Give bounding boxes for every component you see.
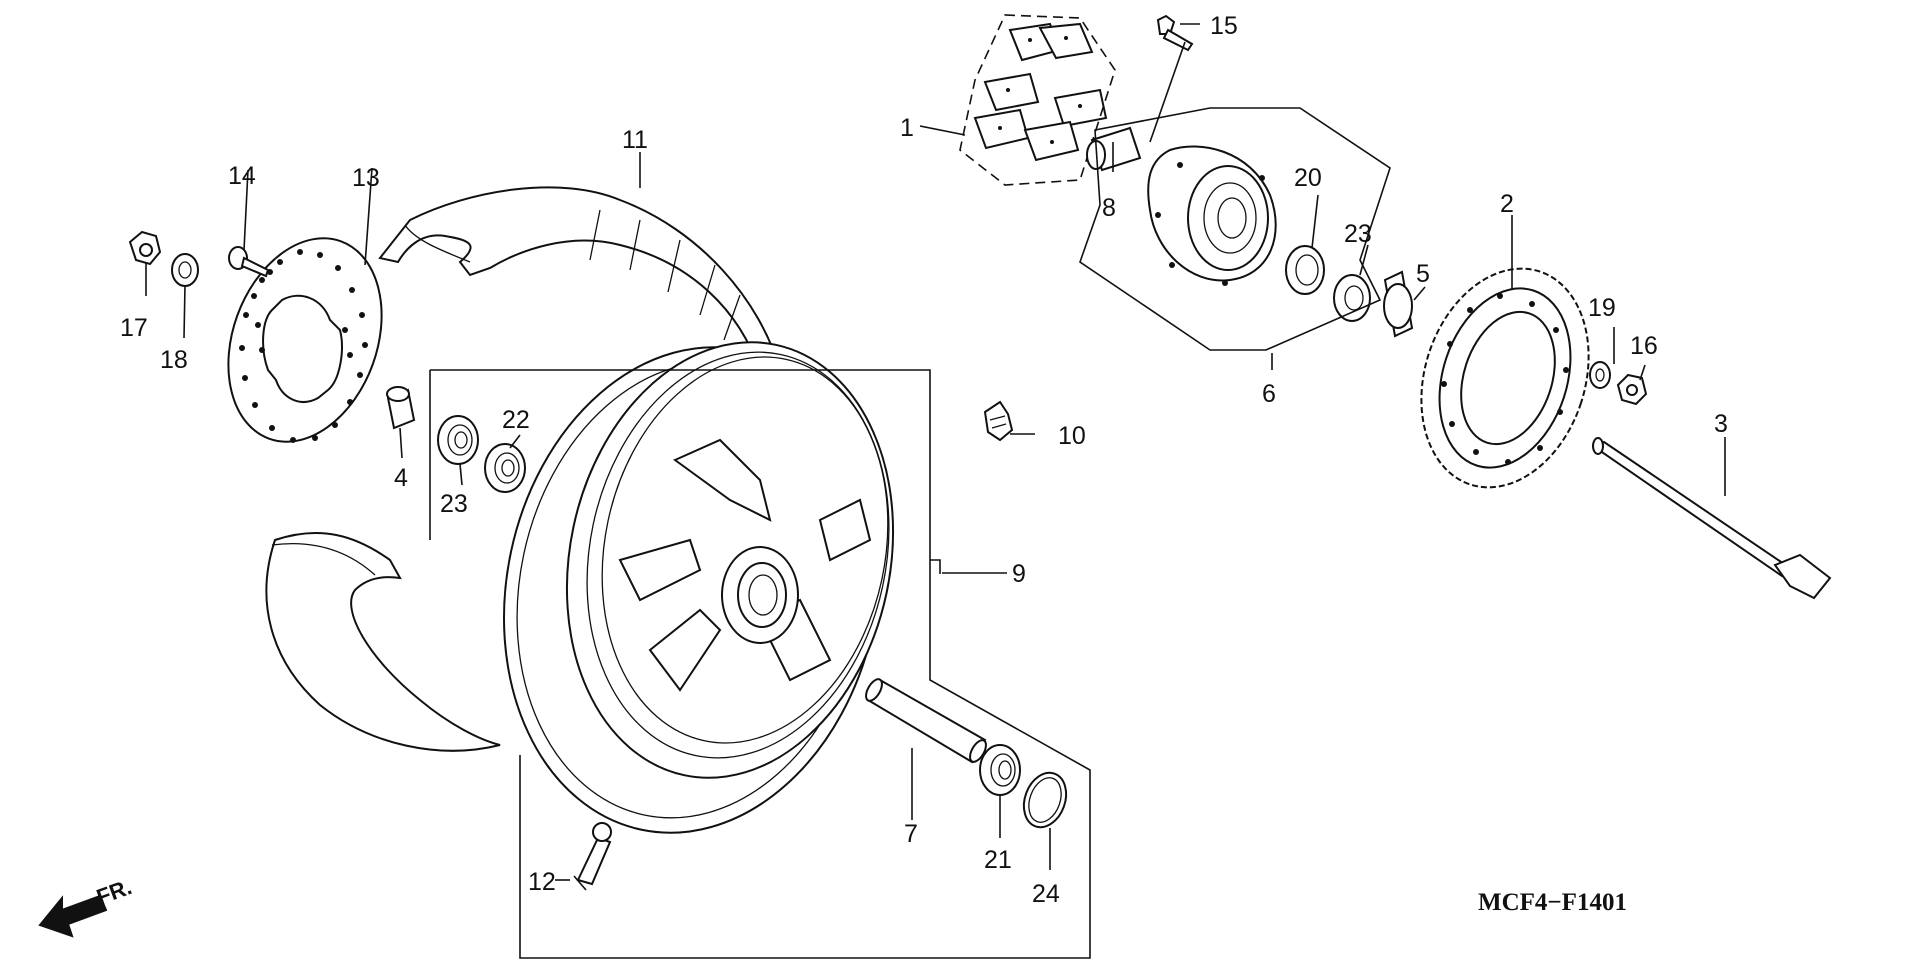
nut-part-17[interactable]: [128, 230, 162, 266]
bolt-part-15[interactable]: [1156, 14, 1194, 52]
hub-group-boundary: [1079, 107, 1391, 351]
collar-part-7[interactable]: [863, 677, 989, 765]
callout-4: 4: [394, 464, 408, 492]
callout-18: 18: [160, 346, 188, 374]
valve-part-12[interactable]: [573, 822, 612, 891]
callout-2: 2: [1500, 190, 1514, 218]
tire-part-11[interactable]: [265, 186, 782, 752]
callout-7: 7: [904, 820, 918, 848]
callout-24: 24: [1032, 880, 1060, 908]
callout-12: 12: [528, 868, 556, 896]
nut-part-16[interactable]: [1616, 373, 1648, 406]
callout-1: 1: [900, 114, 914, 142]
callout-6: 6: [1262, 380, 1276, 408]
bearing-part-23-left[interactable]: [437, 415, 479, 465]
callout-16: 16: [1630, 332, 1658, 360]
callout-19: 19: [1588, 294, 1616, 322]
wheel-part-9[interactable]: [460, 312, 932, 869]
callout-11: 11: [622, 126, 648, 154]
callout-5: 5: [1416, 260, 1430, 288]
collar-part-4[interactable]: [386, 386, 416, 430]
bearing-part-20[interactable]: [1285, 245, 1325, 295]
callout-13: 13: [352, 164, 380, 192]
callout-20: 20: [1294, 164, 1322, 192]
callout-9: 9: [1012, 560, 1026, 588]
hub-flange-part[interactable]: [1147, 145, 1277, 286]
collar-part-5[interactable]: [1383, 270, 1414, 338]
callout-17: 17: [120, 314, 148, 342]
damper-boundary: [959, 14, 1116, 186]
washer-part-18[interactable]: [171, 253, 199, 287]
o-ring-part-24[interactable]: [1017, 767, 1074, 833]
sprocket-part-2[interactable]: [1394, 247, 1615, 509]
callout-23-right: 23: [1344, 220, 1372, 248]
callout-22: 22: [502, 406, 530, 434]
damper-set-part-1[interactable]: [973, 22, 1108, 162]
bearing-part-22[interactable]: [484, 443, 526, 493]
bearing-part-21[interactable]: [979, 744, 1021, 796]
callout-14: 14: [228, 162, 256, 190]
callout-15: 15: [1210, 12, 1238, 40]
callout-3: 3: [1714, 410, 1728, 438]
front-direction-marker: FR.: [38, 874, 135, 938]
washer-part-19[interactable]: [1589, 361, 1611, 389]
callout-8: 8: [1102, 194, 1116, 222]
clip-part-10[interactable]: [983, 400, 1014, 442]
axle-part-3[interactable]: [1592, 437, 1832, 600]
callout-21: 21: [984, 846, 1012, 874]
leader-lines: [145, 23, 1726, 959]
callout-23-left: 23: [440, 490, 468, 518]
bolt-part-14[interactable]: [228, 246, 270, 278]
diagram-code: MCF4−F1401: [1478, 889, 1627, 916]
callout-10: 10: [1058, 422, 1086, 450]
front-marker-label: FR.: [93, 874, 135, 910]
seal-part-23-right[interactable]: [1333, 274, 1371, 322]
brake-disk-part-13[interactable]: [201, 217, 408, 464]
